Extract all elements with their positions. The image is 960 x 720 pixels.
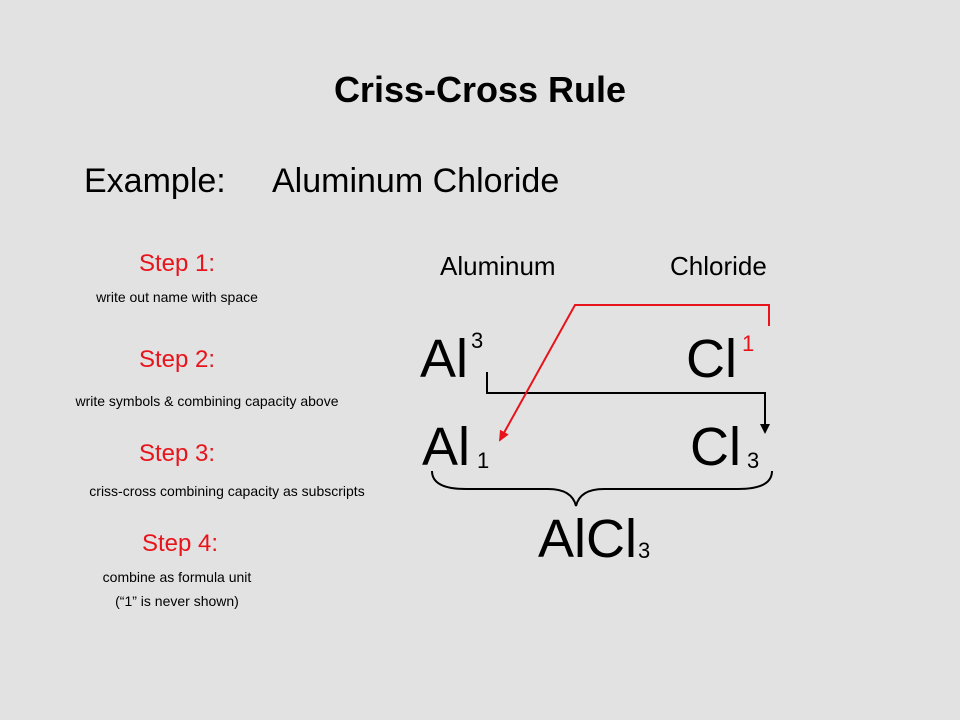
step-2-label: Step 2: xyxy=(138,346,216,373)
cation-symbol-row2: Al xyxy=(420,329,469,389)
cation-symbol-row3: Al xyxy=(422,417,471,477)
step-2-description: write symbols & combining capacity above xyxy=(75,393,339,409)
anion-symbol-row3: Cl xyxy=(690,417,741,477)
anion-subscript: 3 xyxy=(747,448,760,473)
step-3-description: criss-cross combining capacity as subscr… xyxy=(89,483,365,499)
step-1-label: Step 1: xyxy=(138,250,216,277)
anion-symbol-row2: Cl xyxy=(686,329,737,389)
cation-capacity: 3 xyxy=(471,328,484,353)
step-3-label: Step 3: xyxy=(138,440,216,467)
step-4-label: Step 4: xyxy=(141,530,219,557)
step-4-description-line1: combine as formula unit xyxy=(102,569,252,585)
example-label: Example: xyxy=(84,162,226,200)
cation-name: Aluminum xyxy=(440,251,556,281)
slide-title: Criss-Cross Rule xyxy=(333,69,627,110)
anion-name: Chloride xyxy=(670,251,767,281)
step-1-description: write out name with space xyxy=(96,289,258,305)
formula-unit: AlCl xyxy=(538,509,638,569)
example-compound-name: Aluminum Chloride xyxy=(272,162,560,200)
cation-subscript: 1 xyxy=(477,448,490,473)
step-4-description-line2: (“1” is never shown) xyxy=(115,593,239,609)
anion-capacity: 1 xyxy=(742,331,755,356)
black-criss-cross-arrow xyxy=(486,372,770,434)
formula-subscript: 3 xyxy=(638,538,651,563)
grouping-brace xyxy=(431,470,773,507)
red-criss-cross-arrow xyxy=(499,304,770,442)
